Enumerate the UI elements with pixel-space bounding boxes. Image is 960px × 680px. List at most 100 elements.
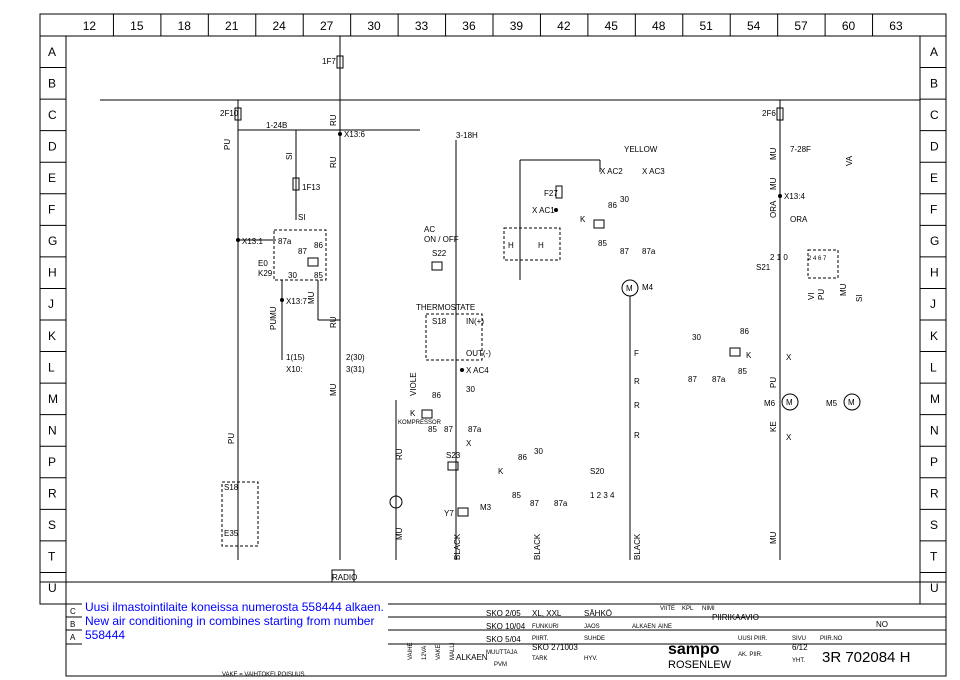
sko-3: SKO 5/04 bbox=[486, 635, 521, 644]
hyv-label: HYV. bbox=[584, 656, 598, 662]
wire-pu3-label: PU bbox=[817, 289, 826, 300]
row-label: P bbox=[48, 455, 56, 469]
s18-label: S18 bbox=[224, 483, 239, 492]
relk3-85: 85 bbox=[738, 367, 747, 376]
relk2-86: 86 bbox=[518, 453, 527, 462]
column-label: 63 bbox=[889, 19, 903, 33]
row-label: C bbox=[48, 108, 57, 122]
row-label: L bbox=[48, 360, 55, 374]
sivu-value: 6/12 bbox=[792, 643, 808, 652]
m5-label: M5 bbox=[826, 399, 838, 408]
aine-label: AINE bbox=[658, 624, 672, 630]
tark-label: TARK bbox=[532, 656, 548, 662]
switch-s18-e35 bbox=[221, 481, 259, 547]
relay-k-label: K bbox=[580, 215, 586, 224]
wire-black2-label: BLACK bbox=[533, 533, 542, 560]
m6-label: M6 bbox=[764, 399, 776, 408]
sko-2: SKO 10/04 bbox=[486, 622, 526, 631]
conn-x-ac1-label: X AC1 bbox=[532, 206, 555, 215]
title-block bbox=[65, 603, 947, 677]
switch-s21 bbox=[807, 249, 839, 279]
piirikaavio-label: PIIRIKAAVIO bbox=[712, 613, 759, 622]
komp-86: 86 bbox=[432, 391, 441, 400]
column-label: 18 bbox=[178, 19, 192, 33]
relk-85: 85 bbox=[598, 239, 607, 248]
conn-x13-7-label: X13:7 bbox=[286, 297, 307, 306]
wire-7-28f-label: 7-28F bbox=[790, 145, 811, 154]
y7-label: Y7 bbox=[444, 509, 454, 518]
komp-85: 85 bbox=[428, 425, 437, 434]
note-line-3: 558444 bbox=[85, 628, 126, 642]
k29-87: 87 bbox=[298, 247, 307, 256]
row-label: K bbox=[930, 329, 938, 343]
rev-a: A bbox=[70, 633, 76, 642]
drawing-number: 3R 702084 H bbox=[822, 649, 910, 666]
wire-si-label: SI bbox=[285, 152, 294, 160]
row-label: C bbox=[930, 108, 939, 122]
k29-87a: 87a bbox=[278, 237, 292, 246]
row-label: M bbox=[48, 392, 58, 406]
res-f: F bbox=[634, 349, 639, 358]
row-label: E bbox=[930, 171, 938, 185]
wire-mu6-label: MU bbox=[839, 283, 848, 296]
row-label: F bbox=[48, 203, 55, 217]
column-label: 57 bbox=[794, 19, 808, 33]
wire-ru4-label: RU bbox=[395, 448, 404, 460]
row-label: U bbox=[48, 581, 57, 595]
uusi-piir-label: UUSI PIIR. bbox=[738, 636, 768, 642]
row-label: T bbox=[930, 550, 938, 564]
wire-si2-label: SI bbox=[298, 213, 306, 222]
row-label: S bbox=[48, 518, 56, 532]
conn-x-ac4-label: X AC4 bbox=[466, 366, 489, 375]
sko-1: SKO 2/05 bbox=[486, 609, 521, 618]
wire-yellow-label: YELLOW bbox=[624, 145, 658, 154]
column-label: 60 bbox=[842, 19, 856, 33]
column-label: 36 bbox=[462, 19, 476, 33]
row-label: N bbox=[48, 423, 57, 437]
no-label: NO bbox=[876, 620, 888, 629]
wire-mu3-label: MU bbox=[395, 527, 404, 540]
row-label: P bbox=[930, 455, 938, 469]
ac-onoff-label: ON / OFF bbox=[424, 235, 459, 244]
brand-logo-sub: ROSENLEW bbox=[668, 659, 732, 671]
sko-number: SKO 271003 bbox=[532, 643, 578, 652]
row-label: L bbox=[930, 360, 937, 374]
heater-h1: H bbox=[508, 241, 514, 250]
relk2-85: 85 bbox=[512, 491, 521, 500]
model-xl: XL, XXL bbox=[532, 609, 562, 618]
sahko-label: SÄHKÖ bbox=[584, 609, 612, 618]
s22-label: S22 bbox=[432, 249, 447, 258]
conn-x-ac2-label: X AC2 bbox=[600, 167, 623, 176]
wire-3-18h-label: 3-18H bbox=[456, 131, 478, 140]
col-12va: 12VA bbox=[422, 646, 428, 660]
m6-x1: X bbox=[786, 353, 792, 362]
relay-k29 bbox=[273, 229, 327, 281]
column-label: 30 bbox=[367, 19, 381, 33]
m6-x2: X bbox=[786, 433, 792, 442]
wire-1-24b-label: 1-24B bbox=[266, 121, 287, 130]
k29-86: 86 bbox=[314, 241, 323, 250]
relk3-k: K bbox=[746, 351, 752, 360]
column-label: 12 bbox=[83, 19, 97, 33]
pvm-label: PVM bbox=[494, 662, 507, 668]
row-label: B bbox=[48, 76, 56, 90]
piir-no-label: PIIR.NO bbox=[820, 636, 843, 642]
m3-label: M3 bbox=[480, 503, 492, 512]
alkaen2-label: ALKAEN bbox=[632, 624, 656, 630]
x10-pin2: 2(30) bbox=[346, 353, 365, 362]
column-label: 33 bbox=[415, 19, 429, 33]
wire-va-label: VA bbox=[845, 155, 854, 166]
row-label: A bbox=[48, 45, 56, 59]
row-label: B bbox=[930, 76, 938, 90]
muuttaja-label: MUUTTAJA bbox=[486, 650, 518, 656]
relk-86: 86 bbox=[608, 201, 617, 210]
fuse-1f7-label: 1F7 bbox=[322, 57, 336, 66]
thermo-in-label: IN(+) bbox=[466, 317, 484, 326]
wire-si3-label: SI bbox=[855, 294, 864, 302]
nimi-label: NIMI bbox=[702, 606, 715, 612]
res-r3: R bbox=[634, 431, 640, 440]
conn-x13-4-label: X13:4 bbox=[784, 192, 805, 201]
wire-mu4-label: MU bbox=[769, 147, 778, 160]
column-label: 48 bbox=[652, 19, 666, 33]
